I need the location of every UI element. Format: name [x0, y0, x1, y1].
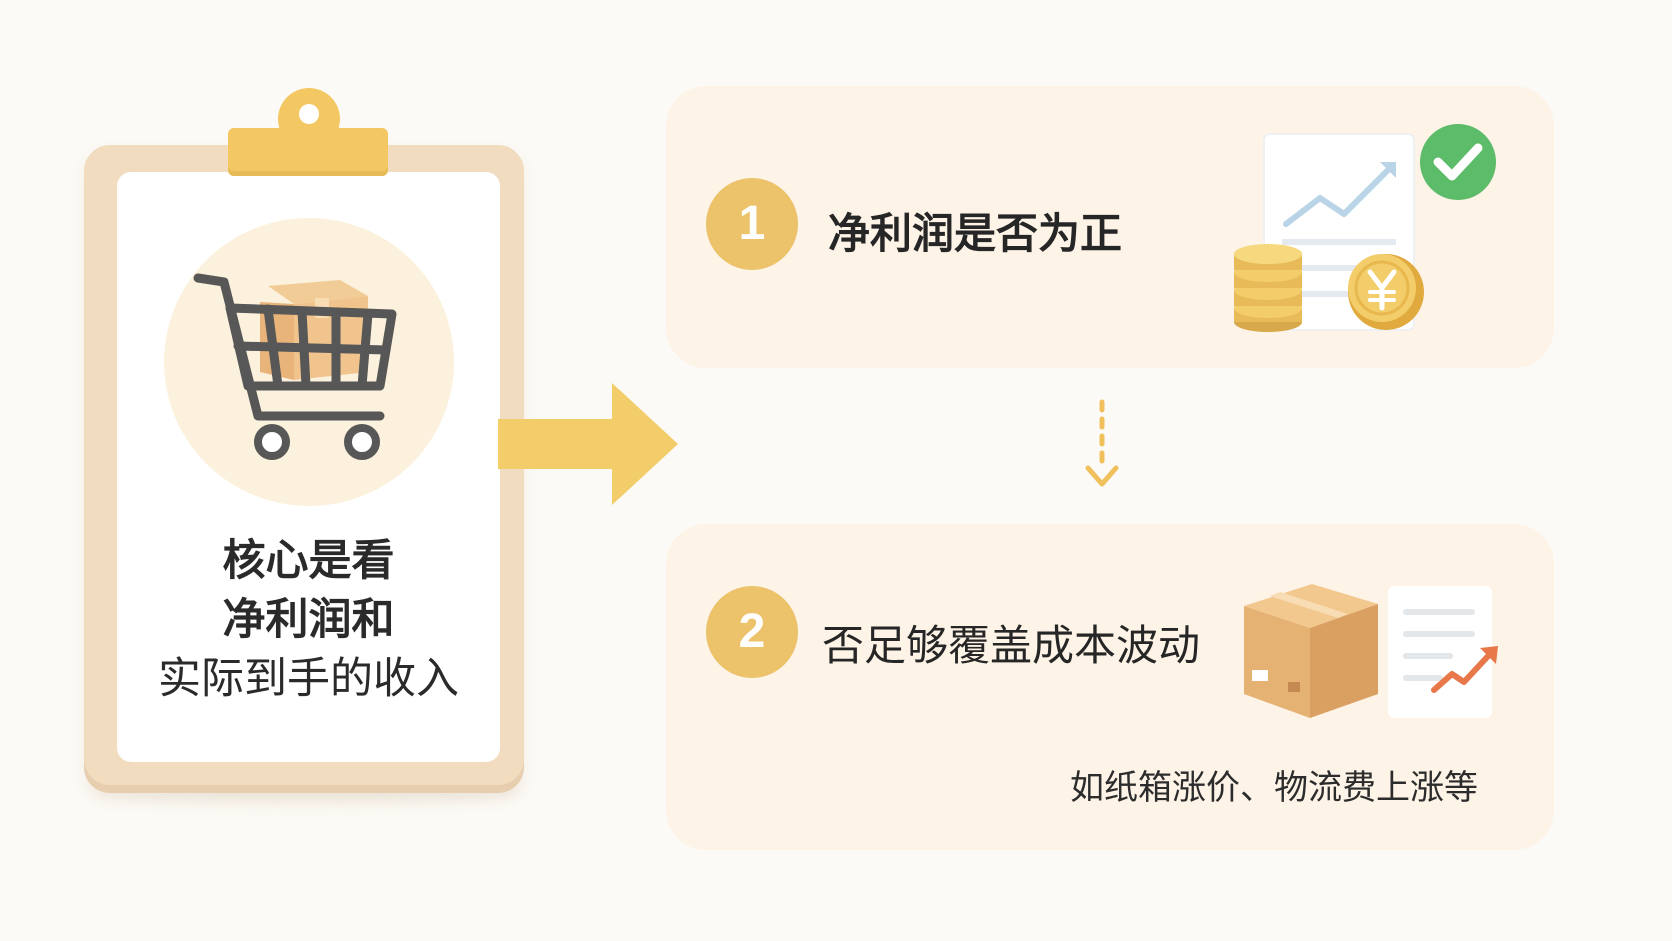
yen-coin-icon	[1348, 254, 1424, 330]
clipboard-line-2: 净利润和	[222, 595, 395, 645]
shopping-cart-icon	[193, 273, 397, 460]
cart-box-icon	[260, 280, 368, 380]
clipboard-clip	[228, 128, 388, 176]
dotted-arrow-down-icon	[1085, 399, 1119, 487]
step-2-badge: 2	[706, 586, 798, 678]
cost-illustration	[1244, 584, 1498, 718]
step-2-note: 如纸箱涨价、物流费上涨等	[1070, 768, 1478, 808]
step-1-badge: 1	[706, 178, 798, 270]
step-1-text: 净利润是否为正	[828, 209, 1123, 258]
clipboard-clip-hole	[299, 104, 319, 124]
check-icon	[1420, 124, 1496, 200]
step-2-text: 否足够覆盖成本波动	[822, 621, 1201, 670]
clipboard-line-3: 实际到手的收入	[158, 654, 459, 704]
trend-up-icon	[1431, 646, 1498, 693]
trend-up-icon	[1283, 163, 1395, 227]
coin-stack-icon	[1234, 244, 1302, 332]
arrow-right-icon	[498, 383, 678, 505]
profit-chart-illustration	[1234, 124, 1496, 332]
clipboard-text: 核心是看 净利润和 实际到手的收入	[117, 532, 500, 709]
cardboard-box-icon	[1244, 584, 1378, 718]
clipboard-line-1: 核心是看	[222, 536, 395, 586]
